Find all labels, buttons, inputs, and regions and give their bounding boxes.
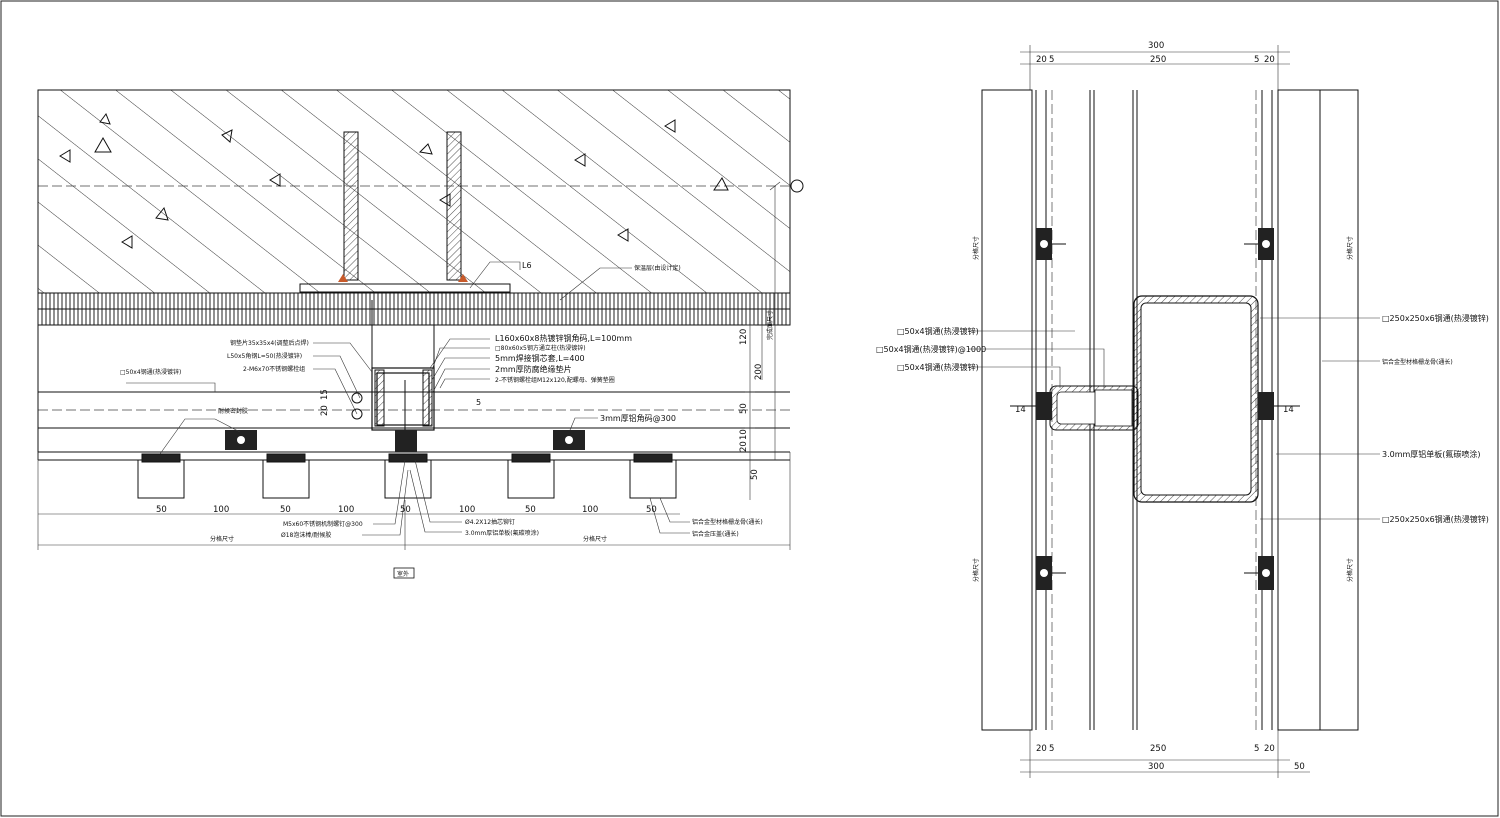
dim-vertical-text: 完成面尺寸 bbox=[766, 310, 774, 340]
dim-r-120: 120 bbox=[739, 329, 749, 345]
dim-14-left: 14 bbox=[1015, 405, 1026, 415]
dim-b-6: 100 bbox=[459, 505, 475, 515]
label-panel3: 3.0mm厚铝单板(氟碳喷涂) bbox=[465, 529, 539, 537]
dim-top-right-b: 20 bbox=[1264, 55, 1275, 65]
dim-bot-left-b: 5 bbox=[1049, 744, 1054, 754]
label-angle-l6: L6 bbox=[522, 261, 532, 270]
dim-bot-overall: 300 bbox=[1148, 762, 1164, 772]
anchor-bolts bbox=[299, 131, 511, 293]
label-r-grid-right-top: 分格尺寸 bbox=[1346, 236, 1354, 260]
dim-b-4: 100 bbox=[338, 505, 354, 515]
label-plate5: 5mm焊接钢芯套,L=400 bbox=[495, 353, 585, 363]
dim-b-5: 50 bbox=[400, 505, 411, 515]
label-r-grid-left-top: 分格尺寸 bbox=[972, 236, 980, 260]
dim-b-9: 50 bbox=[646, 505, 657, 515]
concrete-aggregate bbox=[59, 112, 729, 249]
dim-b-1: 50 bbox=[156, 505, 167, 515]
aluminium-profiles bbox=[137, 453, 677, 499]
label-outdoor: 室外 bbox=[397, 570, 409, 578]
dim-top-right-a: 5 bbox=[1254, 55, 1259, 65]
dim-r-10: 10 bbox=[739, 429, 749, 440]
dim-bot-right-b: 20 bbox=[1264, 744, 1275, 754]
steel-tube-250 bbox=[1133, 295, 1259, 503]
right-brackets bbox=[1010, 228, 1300, 590]
label-grid-left: 分格尺寸 bbox=[210, 535, 234, 543]
dim-r-20a: 20 bbox=[320, 405, 330, 416]
label-alu-cover: 铝合金压盖(通长) bbox=[692, 530, 739, 538]
brackets bbox=[225, 430, 585, 452]
dim-bot-left-a: 20 bbox=[1036, 744, 1047, 754]
left-detail: 保温层(由设计定) L6 L160x60x8热镀锌钢角码,L=100mm 钢垫片… bbox=[37, 89, 804, 579]
label-pad2: 2mm厚防腐绝缘垫片 bbox=[495, 364, 572, 374]
left-side-dims: 120 200 15 20 50 10 20 50 完成面尺寸 bbox=[320, 310, 774, 480]
label-grid-right: 分格尺寸 bbox=[583, 535, 607, 543]
dim-bot-inner: 250 bbox=[1150, 744, 1166, 754]
label-angle5: 5 bbox=[476, 398, 481, 407]
dim-14-right: 14 bbox=[1283, 405, 1294, 415]
label-m5: M5x60不锈钢机制螺钉@300 bbox=[283, 520, 363, 528]
dim-bot-right-a: 5 bbox=[1254, 744, 1259, 754]
label-r-sq50-a: □50x4钢通(热浸镀锌) bbox=[897, 326, 979, 336]
outdoor-tag-box bbox=[393, 567, 415, 579]
dim-r-50b: 50 bbox=[750, 469, 760, 480]
dim-b-3: 50 bbox=[280, 505, 291, 515]
label-sq80: □80x60x5钢方通立柱(热浸镀锌) bbox=[495, 344, 586, 352]
concrete-slab bbox=[37, 89, 791, 294]
label-m12: 2-不锈钢螺栓组M12x120,配螺母、弹簧垫圈 bbox=[495, 376, 615, 384]
label-sealant: 耐候密封胶 bbox=[218, 407, 248, 415]
label-r-sq50-c: □50x4钢通(热浸镀锌) bbox=[897, 362, 979, 372]
label-insulation: 保温层(由设计定) bbox=[634, 264, 681, 272]
dim-top-overall: 300 bbox=[1148, 41, 1164, 51]
dim-r-200: 200 bbox=[754, 364, 764, 380]
right-detail: 300 250 20 5 5 20 250 300 20 5 5 20 50 1… bbox=[876, 41, 1489, 778]
left-leaders bbox=[126, 261, 690, 536]
label-r-grid-left-bot: 分格尺寸 bbox=[972, 558, 980, 582]
steel-column bbox=[351, 300, 435, 452]
dim-b-8: 100 bbox=[582, 505, 598, 515]
label-l160: L160x60x8热镀锌钢角码,L=100mm bbox=[495, 333, 632, 343]
dim-top-inner: 250 bbox=[1150, 55, 1166, 65]
label-r-panel3: 3.0mm厚铝单板(氟碳喷涂) bbox=[1382, 449, 1481, 459]
label-alu-profile: 铝合金型材格栅龙骨(通长) bbox=[692, 518, 763, 526]
label-l50: L50x5角钢L=50(热浸镀锌) bbox=[227, 352, 302, 360]
dim-r-15: 15 bbox=[320, 389, 330, 400]
left-bottom-dims: 50 100 50 100 50 100 50 100 50 bbox=[156, 505, 657, 515]
dim-bot-extra: 50 bbox=[1294, 762, 1305, 772]
dim-b-7: 50 bbox=[525, 505, 536, 515]
label-r-sq250-b: □250x250x6钢通(热浸镀锌) bbox=[1382, 514, 1489, 524]
label-r-sq250-a: □250x250x6钢通(热浸镀锌) bbox=[1382, 313, 1489, 323]
label-r-alu-profile: 铝合金型材格栅龙骨(通长) bbox=[1382, 358, 1453, 366]
steel-tube-50 bbox=[1049, 385, 1139, 431]
label-d42: Ø4.2X12抽芯铆钉 bbox=[465, 518, 515, 526]
dim-r-50a: 50 bbox=[739, 403, 749, 414]
dim-top-left-b: 5 bbox=[1049, 55, 1054, 65]
left-right-dims bbox=[745, 179, 804, 500]
label-steel-sheet: 钢垫片35x35x4(调整后点焊) bbox=[230, 339, 309, 347]
dim-r-20b: 20 bbox=[739, 441, 749, 452]
label-m6: 2-M6x70不锈钢螺栓组 bbox=[243, 365, 305, 373]
dim-top-left-a: 20 bbox=[1036, 55, 1047, 65]
label-sq50: □50x4钢通(热浸镀锌) bbox=[120, 368, 181, 376]
right-leaders bbox=[968, 317, 1380, 520]
label-r-sq50-b: □50x4钢通(热浸镀锌)@1000 bbox=[876, 344, 986, 354]
dim-b-2: 100 bbox=[213, 505, 229, 515]
label-r-grid-right-bot: 分格尺寸 bbox=[1346, 558, 1354, 582]
label-3mm-code: 3mm厚铝角码@300 bbox=[600, 413, 676, 423]
label-d18: Ø18泡沫棒/耐候胶 bbox=[281, 531, 331, 539]
